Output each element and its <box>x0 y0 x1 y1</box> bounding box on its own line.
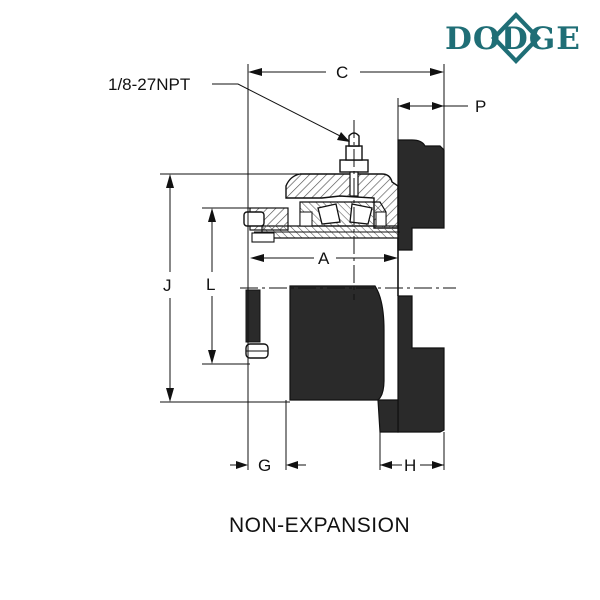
dim-a-label: A <box>318 249 330 268</box>
dimension-l: L <box>206 208 216 364</box>
dimension-j: J <box>163 174 174 402</box>
set-screw-upper <box>243 211 265 227</box>
grease-fitting-tip <box>348 132 360 147</box>
fitting-leader: 1/8-27NPT <box>108 75 350 142</box>
dim-g-label: G <box>258 456 271 475</box>
housing-upper-section <box>285 173 399 229</box>
dim-l-label: L <box>206 275 215 294</box>
dimension-p: P <box>398 97 486 116</box>
housing-lower-step <box>377 399 399 433</box>
dim-c-label: C <box>336 63 348 82</box>
dodge-logo: DODGE <box>445 12 581 64</box>
dim-h-label: H <box>404 456 416 475</box>
collar-key <box>251 232 275 243</box>
fitting-label: 1/8-27NPT <box>108 75 190 94</box>
dim-p-label: P <box>475 97 486 116</box>
housing <box>243 132 445 433</box>
dimension-g: G <box>230 456 306 475</box>
roller-left <box>317 203 341 225</box>
dimension-c: C <box>248 63 444 82</box>
collar-lower <box>245 289 261 343</box>
dim-j-label: J <box>163 276 172 295</box>
seal-right <box>375 211 387 227</box>
dimension-h: H <box>380 456 444 475</box>
logo-diamond-inner <box>497 18 535 58</box>
bearing-outer-ring <box>299 201 387 227</box>
seal-left <box>299 211 313 227</box>
roller-right <box>349 203 373 225</box>
housing-lower-body <box>289 285 385 401</box>
drawing-caption: NON-EXPANSION <box>229 514 410 537</box>
flange-upper <box>397 139 445 251</box>
dimension-a: A <box>250 249 398 268</box>
flange-lower <box>397 295 445 433</box>
brand-name: DODGE <box>445 21 581 57</box>
